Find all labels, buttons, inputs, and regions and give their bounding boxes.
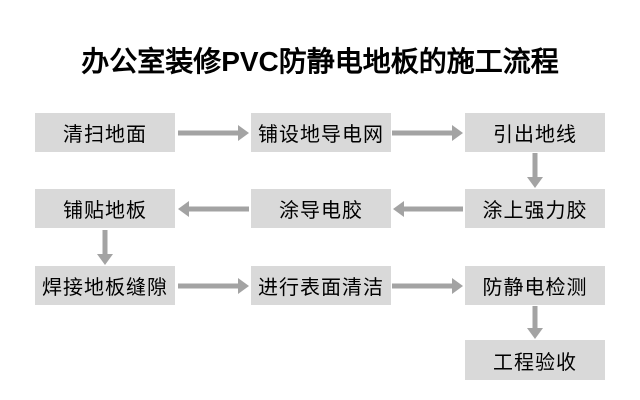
- node-apply-conductive-glue: 涂导电胶: [251, 189, 391, 228]
- node-lay-floor: 铺贴地板: [35, 189, 175, 228]
- node-lead-out-ground-wire: 引出地线: [465, 113, 605, 152]
- node-clean-floor: 清扫地面: [35, 113, 175, 152]
- node-antistatic-test: 防静电检测: [465, 266, 605, 305]
- node-apply-strong-glue: 涂上强力胶: [465, 189, 605, 228]
- node-weld-floor-seams: 焊接地板缝隙: [35, 266, 175, 305]
- node-project-acceptance: 工程验收: [465, 340, 605, 380]
- flowchart-title: 办公室装修PVC防静电地板的施工流程: [81, 46, 559, 77]
- node-clean-surface: 进行表面清洁: [251, 266, 391, 305]
- node-lay-conductive-grid: 铺设地导电网: [251, 113, 391, 152]
